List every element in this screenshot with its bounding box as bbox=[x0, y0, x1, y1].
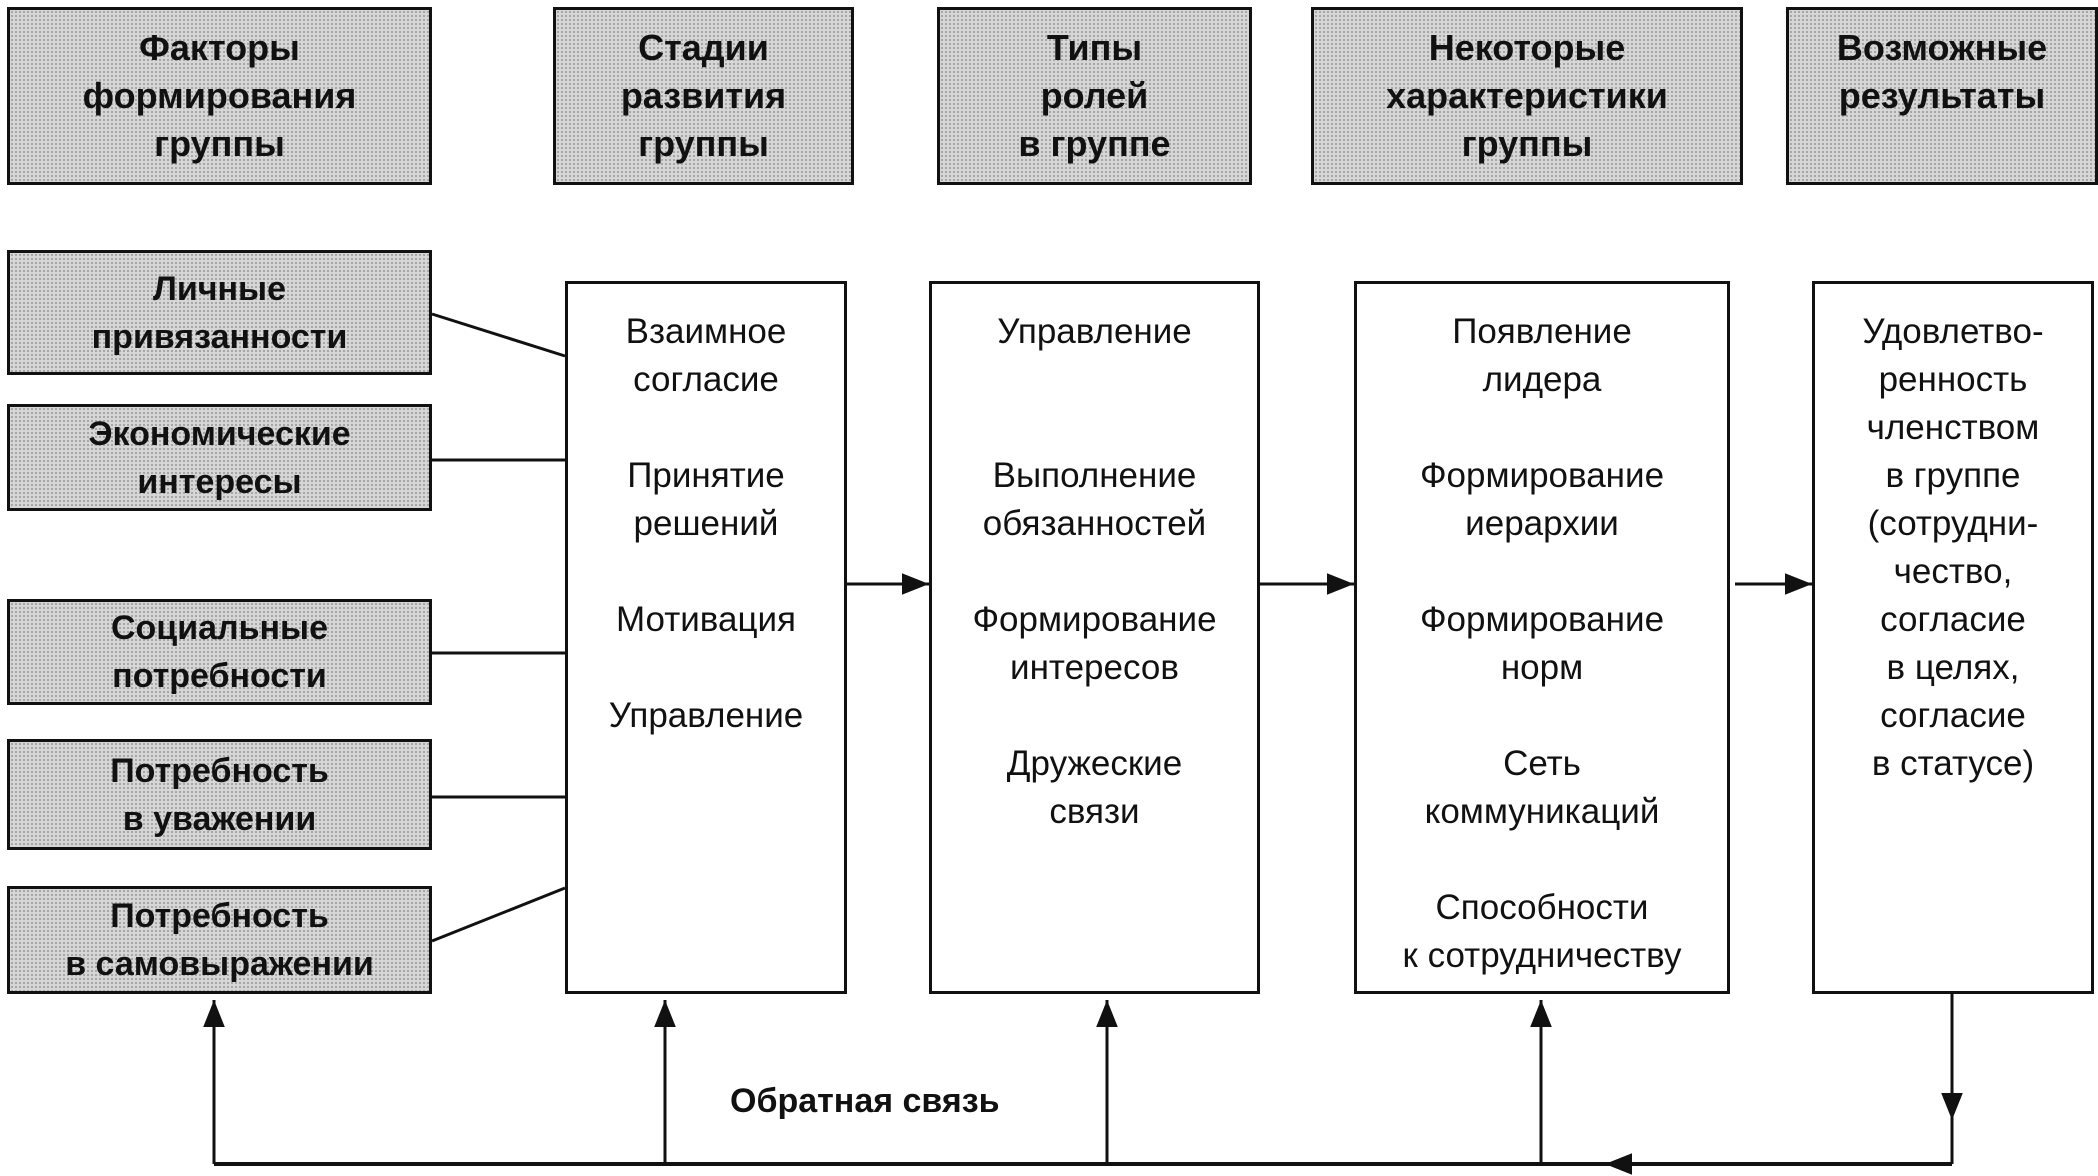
factor-personal-attachments: Личные привязанности bbox=[7, 250, 432, 375]
header-label: Некоторые характеристики группы bbox=[1386, 27, 1668, 164]
factor-need-for-respect: Потребность в уважении bbox=[7, 739, 432, 850]
header-label: Возможные результаты bbox=[1836, 27, 2048, 116]
stage-item: Управление bbox=[608, 696, 804, 735]
header-development-stages: Стадии развития группы bbox=[553, 7, 854, 185]
roles-box: Управление Выполнение обязанностей Форми… bbox=[929, 281, 1260, 994]
characteristic-item: Сеть коммуникаций bbox=[1424, 744, 1660, 831]
stage-item: Взаимное согласие bbox=[625, 312, 787, 399]
factor-label: Экономические интересы bbox=[88, 414, 351, 501]
role-item: Формирование интересов bbox=[972, 600, 1217, 687]
stage-item: Принятие решений bbox=[627, 456, 785, 543]
header-label: Типы ролей в группе bbox=[1018, 27, 1171, 164]
results-box: Удовлетво- ренность членством в группе (… bbox=[1812, 281, 2094, 994]
stages-box: Взаимное согласие Принятие решений Мотив… bbox=[565, 281, 847, 994]
characteristic-item: Формирование иерархии bbox=[1419, 456, 1665, 543]
role-item: Управление bbox=[997, 312, 1192, 351]
header-group-characteristics: Некоторые характеристики группы bbox=[1311, 7, 1743, 185]
header-role-types: Типы ролей в группе bbox=[937, 7, 1252, 185]
role-item: Выполнение обязанностей bbox=[982, 456, 1207, 543]
factor-social-needs: Социальные потребности bbox=[7, 599, 432, 705]
factor-label: Потребность в уважении bbox=[110, 751, 329, 838]
header-formation-factors: Факторы формирования группы bbox=[7, 7, 432, 185]
header-label: Факторы формирования группы bbox=[82, 27, 357, 164]
role-item: Дружеские связи bbox=[1006, 744, 1183, 831]
factor-economic-interests: Экономические интересы bbox=[7, 404, 432, 511]
factor-need-for-self-expression: Потребность в самовыражении bbox=[7, 886, 432, 994]
characteristic-item: Появление лидера bbox=[1452, 312, 1632, 399]
result-item: Удовлетво- ренность членством в группе (… bbox=[1862, 312, 2044, 783]
factor-connector bbox=[431, 312, 566, 358]
stage-item: Мотивация bbox=[615, 600, 797, 639]
factor-label: Личные привязанности bbox=[91, 269, 348, 356]
factor-connector bbox=[431, 886, 566, 943]
header-label: Стадии развития группы bbox=[620, 27, 787, 164]
characteristic-item: Способности к сотрудничеству bbox=[1402, 888, 1682, 975]
feedback-label: Обратная связь bbox=[730, 1082, 1000, 1120]
factor-label: Потребность в самовыражении bbox=[65, 897, 374, 983]
factor-label: Социальные потребности bbox=[110, 609, 328, 695]
characteristic-item: Формирование норм bbox=[1419, 600, 1665, 687]
characteristics-box: Появление лидера Формирование иерархии Ф… bbox=[1354, 281, 1730, 994]
header-possible-results: Возможные результаты bbox=[1786, 7, 2098, 185]
